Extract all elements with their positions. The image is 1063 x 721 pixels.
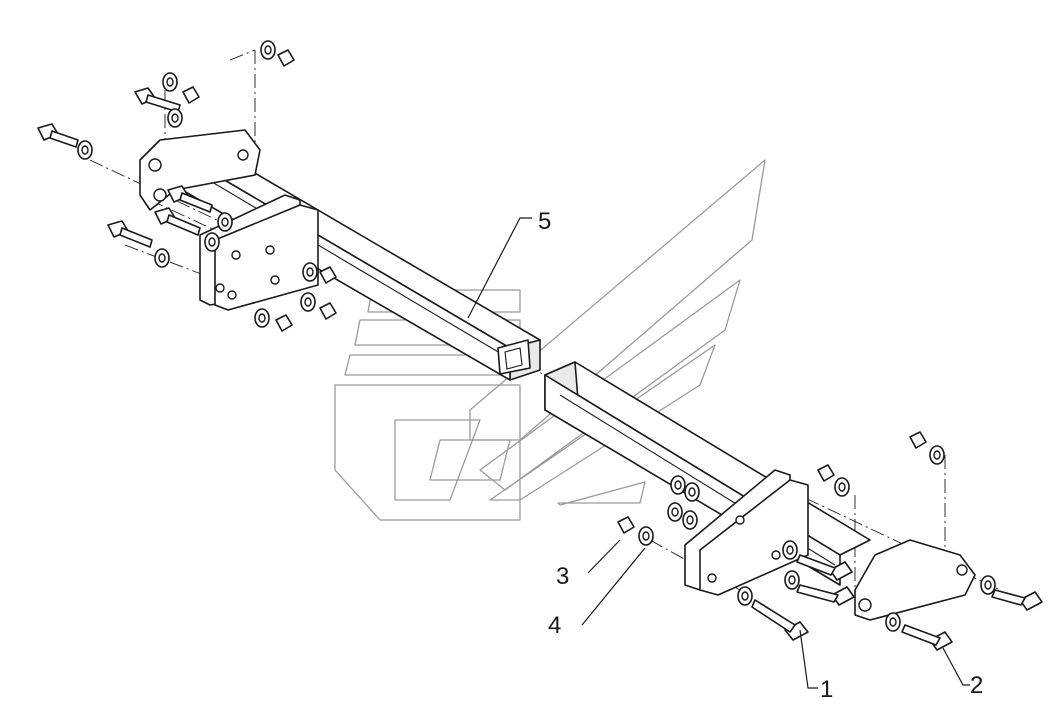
callout-2: 2 [970, 672, 983, 699]
bolt-left-upper [37, 123, 79, 148]
bolt-left-top [134, 87, 181, 113]
callout-1: 1 [820, 676, 833, 703]
callout-labels: 5 3 4 1 2 [538, 208, 983, 703]
nuts-and-washers [77, 40, 996, 632]
bolt-left-mid1 [167, 185, 213, 213]
left-clamp-plates [199, 194, 319, 311]
callout-leaders [467, 217, 970, 689]
callout-5: 5 [538, 208, 551, 235]
right-clamp-plates [684, 469, 809, 596]
right-end-bracket [854, 539, 976, 621]
bolt-left-mid2 [154, 207, 201, 236]
left-beam [164, 137, 541, 381]
bolt-right-4 [796, 584, 855, 606]
callout-3: 3 [556, 563, 569, 590]
bolt-left-low [107, 220, 153, 248]
callout-4: 4 [548, 612, 561, 639]
bolt-right-1 [751, 599, 809, 641]
bolts [37, 87, 1043, 651]
bolt-right-3 [796, 554, 853, 581]
bolt-right-end [991, 589, 1043, 611]
bolt-right-2 [901, 624, 953, 651]
